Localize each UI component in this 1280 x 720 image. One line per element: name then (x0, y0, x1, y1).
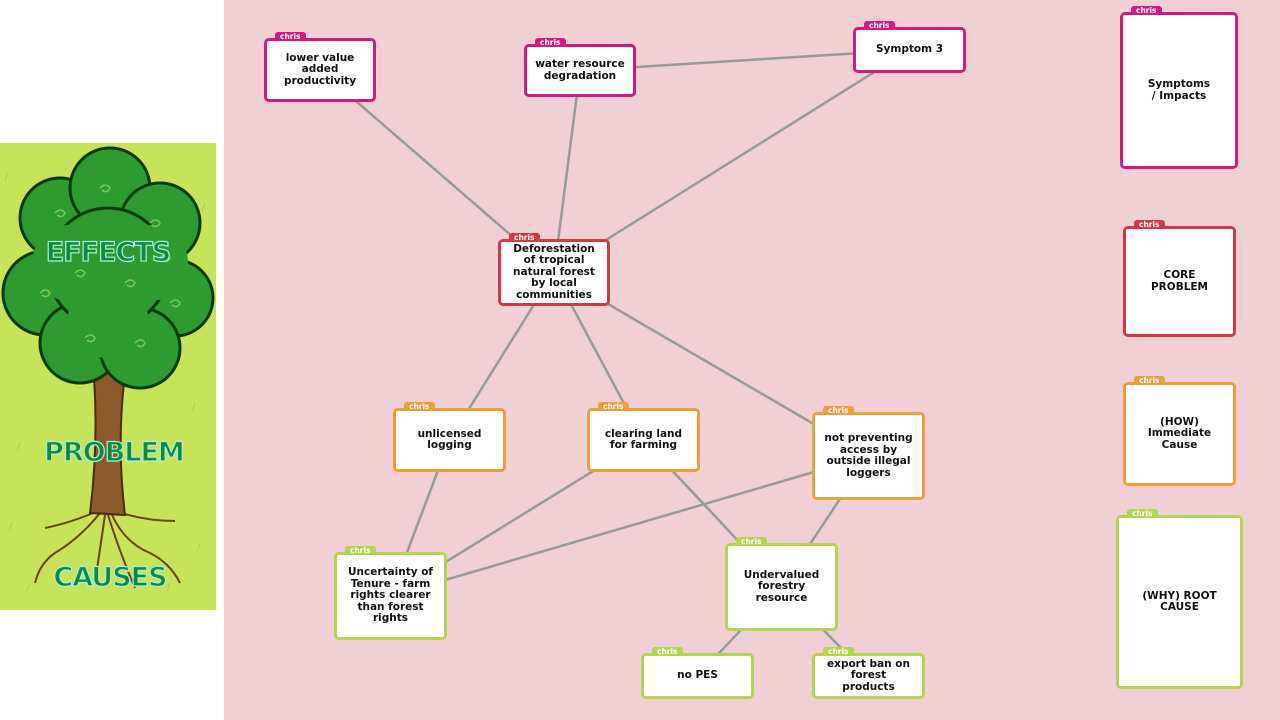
card-uncertainty-of-tenure[interactable]: chris Uncertainty of Tenure - farm right… (334, 546, 447, 640)
causes-label: CAUSES (53, 562, 166, 593)
card-text: unlicensed logging (417, 427, 482, 451)
card-text: clearing land for farming (604, 427, 683, 451)
author-tag: chris (864, 21, 895, 30)
author-tag: chris (345, 546, 376, 555)
card-text: water resource degradation (535, 58, 625, 82)
author-tag: chris (509, 233, 540, 242)
card-clearing-land-for-farming[interactable]: chris clearing land for farming (587, 402, 700, 472)
card-unlicensed-logging[interactable]: chris unlicensed logging (393, 402, 506, 472)
author-tag: chris (1127, 509, 1158, 518)
card-not-preventing-access[interactable]: chris not preventing access by outside i… (812, 406, 925, 500)
card-text: no PES (677, 669, 718, 682)
author-tag: chris (823, 647, 854, 656)
author-tag: chris (1134, 220, 1165, 229)
effects-label: EFFECTS (46, 237, 170, 268)
card-core-problem-deforestation[interactable]: chris Deforestation of tropical natural … (498, 233, 610, 306)
card-text: not preventing access by outside illegal… (824, 432, 913, 479)
problem-label: PROBLEM (44, 437, 184, 468)
card-no-pes[interactable]: chris no PES (641, 647, 754, 699)
card-text: Symptom 3 (876, 43, 943, 56)
card-water-resource-degradation[interactable]: chris water resource degradation (524, 38, 636, 97)
tree-image: EFFECTS PROBLEM CAUSES (1, 146, 215, 594)
card-text: Undervalued forestry resource (743, 568, 820, 604)
legend-immediate-cause[interactable]: chris (HOW) Immediate Cause (1123, 376, 1236, 486)
author-tag: chris (404, 402, 435, 411)
card-text: lower value added productivity (283, 51, 357, 87)
author-tag: chris (275, 32, 306, 41)
author-tag: chris (535, 38, 566, 47)
legend-core-problem[interactable]: chris CORE PROBLEM (1123, 220, 1236, 337)
card-text: Uncertainty of Tenure - farm rights clea… (347, 566, 433, 625)
author-tag: chris (823, 406, 854, 415)
card-lower-value-added-productivity[interactable]: chris lower value added productivity (264, 32, 376, 102)
problem-tree-illustration: EFFECTS PROBLEM CAUSES (0, 143, 216, 610)
author-tag: chris (652, 647, 683, 656)
legend-text: CORE PROBLEM (1150, 269, 1209, 293)
card-text: Deforestation of tropical natural forest… (513, 242, 595, 301)
author-tag: chris (736, 537, 767, 546)
legend-text: (HOW) Immediate Cause (1147, 415, 1212, 451)
card-text: export ban on forest products (827, 657, 910, 693)
tree-trunk (88, 352, 130, 517)
author-tag: chris (1134, 376, 1165, 385)
card-export-ban[interactable]: chris export ban on forest products (812, 647, 925, 699)
author-tag: chris (1131, 6, 1162, 15)
legend-symptoms-impacts[interactable]: chris Symptoms / Impacts (1120, 6, 1238, 169)
left-sidebar: EFFECTS PROBLEM CAUSES (0, 0, 224, 720)
legend-text: (WHY) ROOT CAUSE (1142, 589, 1217, 613)
card-undervalued-forestry-resource[interactable]: chris Undervalued forestry resource (725, 537, 838, 631)
legend-root-cause[interactable]: chris (WHY) ROOT CAUSE (1116, 509, 1243, 689)
legend-text: Symptoms / Impacts (1147, 78, 1211, 102)
card-symptom-3[interactable]: chris Symptom 3 (853, 21, 966, 73)
author-tag: chris (598, 402, 629, 411)
